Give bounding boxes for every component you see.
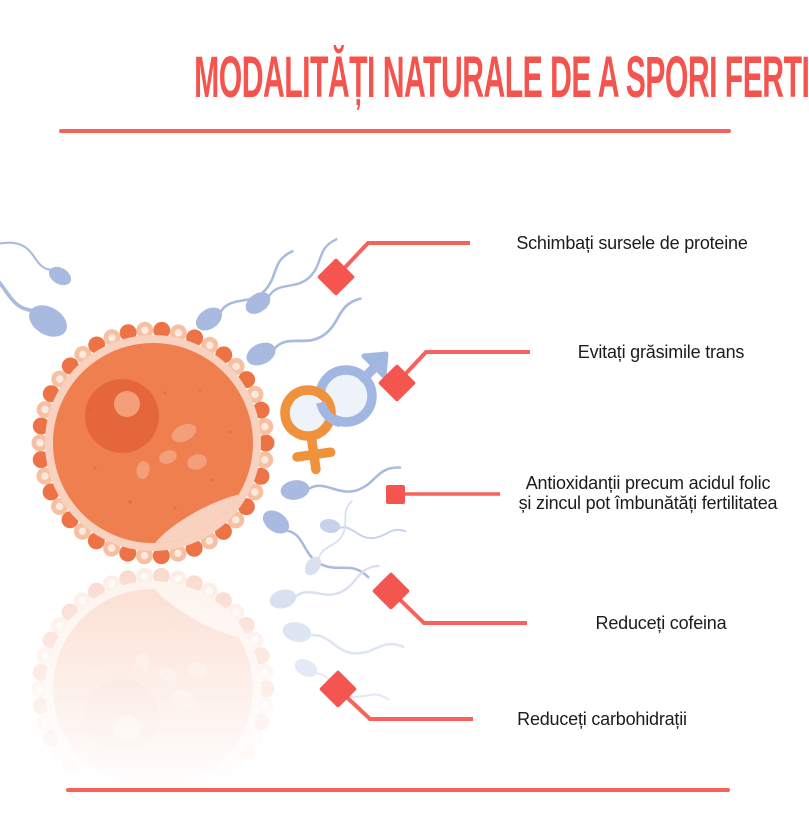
callout-line xyxy=(334,241,470,279)
sperm-cell-icon xyxy=(318,516,407,545)
callout-line xyxy=(389,589,527,625)
callout-connectors xyxy=(334,241,530,721)
sperm-cell-icon xyxy=(279,618,406,666)
sperm-cell-icon xyxy=(0,231,75,345)
sperm-cell-icon xyxy=(278,464,404,503)
male-ring-overlap xyxy=(316,401,342,428)
callout-label-carbohydrates: Reduceți carbohidrații xyxy=(517,709,687,729)
square-marker-icon xyxy=(386,485,405,504)
diamond-marker-icon xyxy=(372,572,410,610)
sperm-cell-icon xyxy=(266,562,384,613)
diamond-marker-icon xyxy=(319,670,357,708)
callout-label-trans-fats: Evitați grăsimile trans xyxy=(577,342,745,362)
diamond-marker-icon xyxy=(317,258,355,296)
sperm-cell-icon xyxy=(0,223,76,290)
egg-cell xyxy=(40,330,276,577)
diamond-marker-icon xyxy=(378,364,416,402)
callout-markers xyxy=(317,258,416,708)
callout-label-proteins: Schimbați sursele de proteine xyxy=(516,233,748,253)
callout-label-caffeine: Reduceți cofeina xyxy=(595,613,727,633)
top-divider xyxy=(59,129,731,133)
callout-line xyxy=(336,687,473,721)
female-gender-icon xyxy=(280,385,336,475)
callout-line xyxy=(395,350,530,385)
bottom-divider xyxy=(66,788,730,792)
callout-label-antioxidants: Antioxidanții precum acidul folic și zin… xyxy=(518,473,778,513)
sperm-cell-icon xyxy=(190,248,304,337)
sperm-cell-icon xyxy=(257,504,371,593)
egg-reflection xyxy=(40,555,276,802)
